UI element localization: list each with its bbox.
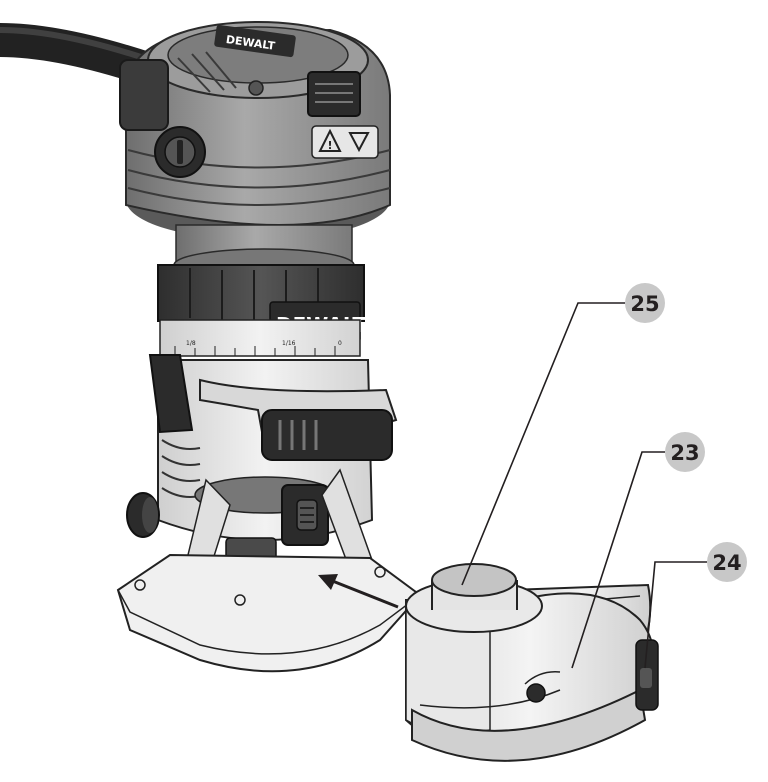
callout-badge-23 xyxy=(665,432,705,472)
leader-line-23 xyxy=(571,451,665,669)
guard-screw-icon xyxy=(526,683,546,703)
base-screw-icon-1 xyxy=(234,594,246,606)
leader-line-24 xyxy=(644,561,707,669)
callout-badge-25 xyxy=(625,283,665,323)
speed-dial xyxy=(154,126,206,178)
callout-label-23: 23 xyxy=(670,441,699,465)
dust-outlet-opening xyxy=(431,563,517,597)
side-knob xyxy=(126,492,160,538)
scale-mark-1: 1/8 xyxy=(186,340,196,347)
left-latch xyxy=(148,354,194,434)
base-screw-icon-2 xyxy=(374,566,386,578)
micro-adjust-latch xyxy=(281,484,329,546)
callout-label-25: 25 xyxy=(630,292,659,316)
leader-line-25 xyxy=(461,302,625,586)
depth-adjustment-ring: DEWALT 1/8 1/16 0 xyxy=(157,224,366,357)
callout-23: 23 xyxy=(665,432,705,472)
scale-mark-2: 1/16 xyxy=(282,340,296,347)
sub-base xyxy=(116,553,422,673)
motor-housing: DEWALT ! xyxy=(119,21,391,240)
base-screw-icon-3 xyxy=(134,579,146,591)
warning-label: ! xyxy=(311,125,379,159)
fixed-base xyxy=(126,354,398,586)
power-switch xyxy=(307,71,361,117)
dust-guard xyxy=(405,563,659,762)
callout-leaders xyxy=(461,302,707,669)
callout-label-24: 24 xyxy=(712,551,741,575)
warning-arrow-icon xyxy=(348,132,370,153)
warning-mark: ! xyxy=(328,139,333,152)
warning-triangle-icon xyxy=(318,128,342,152)
callout-25: 25 xyxy=(625,283,665,323)
install-arrow xyxy=(318,574,399,609)
cord-boot xyxy=(119,59,169,131)
clamp-lever xyxy=(199,378,398,461)
callout-24: 24 xyxy=(707,542,747,582)
top-brand-plate: DEWALT xyxy=(214,24,296,58)
screw-icon xyxy=(248,80,264,96)
callout-badge-24 xyxy=(707,542,747,582)
scale-mark-3: 0 xyxy=(338,340,342,347)
